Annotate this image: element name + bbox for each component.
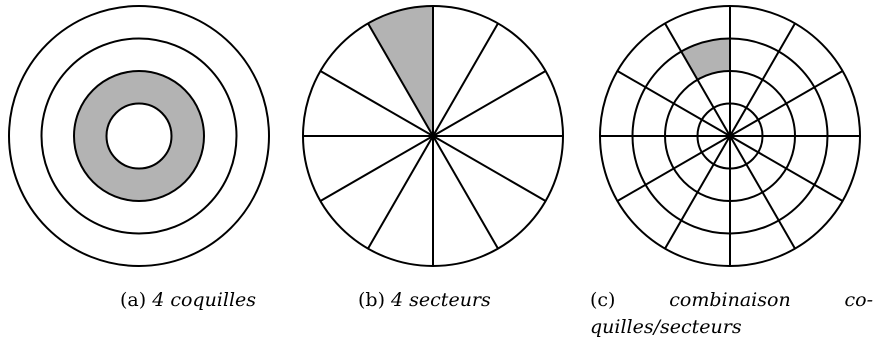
sectors-diagram xyxy=(302,5,564,267)
sector-divider xyxy=(367,22,499,250)
caption-b-text: 4 secteurs xyxy=(391,289,491,311)
shell-circle xyxy=(631,37,829,235)
shells-diagram xyxy=(8,5,270,267)
caption-a-text: 4 coquilles xyxy=(152,289,257,311)
caption-a-tag: (a) xyxy=(120,289,147,311)
caption-b: (b) 4 secteurs xyxy=(358,287,491,314)
caption-c-line2: quilles/secteurs xyxy=(590,316,742,338)
caption-c-word1: combinaison xyxy=(669,289,791,311)
caption-c-word2: co- xyxy=(844,289,873,311)
shells-sectors-diagram xyxy=(599,5,861,267)
shell-circle xyxy=(40,37,238,235)
shell-circle xyxy=(696,102,764,170)
outer-circle xyxy=(8,5,270,267)
caption-c-tag: (c) xyxy=(590,289,616,311)
caption-b-tag: (b) xyxy=(358,289,385,311)
highlighted-cell xyxy=(681,38,730,80)
shell-circle xyxy=(105,102,173,170)
highlighted-shell xyxy=(74,71,204,201)
outer-circle xyxy=(599,5,861,267)
caption-c: (c) combinaison co- quilles/secteurs xyxy=(590,287,873,341)
caption-a: (a) 4 coquilles xyxy=(120,287,256,314)
sector-divider xyxy=(664,22,796,250)
shell-circle xyxy=(664,70,796,202)
highlighted-sector xyxy=(368,6,433,136)
shell-circle xyxy=(73,70,205,202)
outer-circle xyxy=(302,5,564,267)
figure-canvas xyxy=(8,5,861,267)
